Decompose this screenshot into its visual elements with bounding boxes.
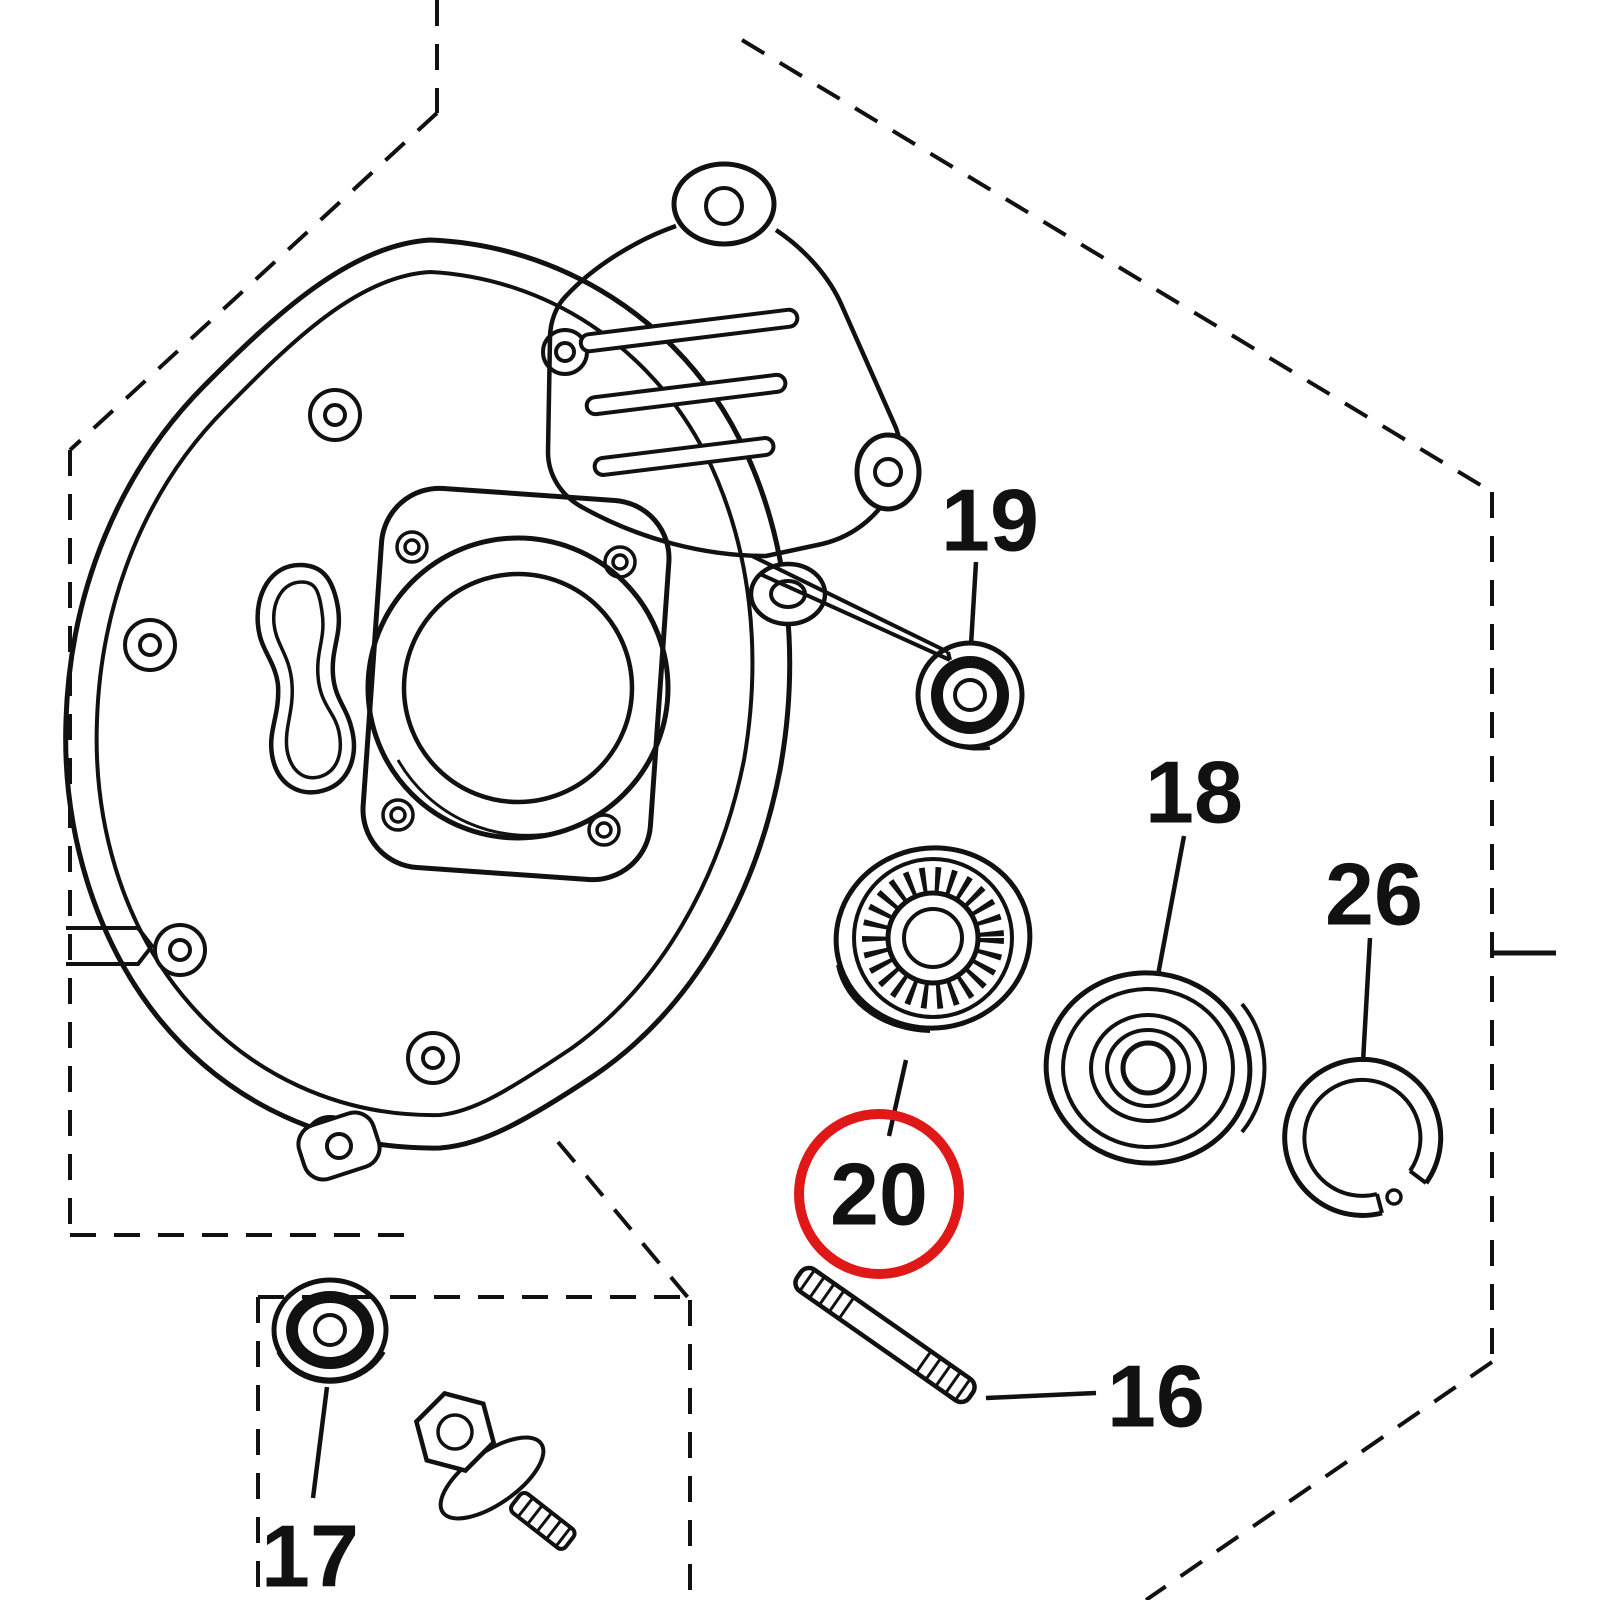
- label-20: 20: [830, 1145, 928, 1244]
- shaft-pointer: [751, 554, 952, 662]
- label-26: 26: [1325, 845, 1423, 944]
- cover-outer-outline: [63, 237, 793, 1151]
- leader-18: [1155, 835, 1187, 976]
- leader-17: [310, 1386, 330, 1499]
- cover-top-bracket: [545, 161, 952, 662]
- part-20-oil-seal: [833, 845, 1033, 1033]
- part-18-ball-bearing: [1043, 970, 1267, 1166]
- boundary-inner-diagonal: [556, 1140, 692, 1302]
- bracket-bushing: [671, 161, 777, 247]
- bracket-ribs: [578, 307, 800, 477]
- bracket-side-boss: [854, 432, 922, 512]
- cover-mount-tab: [296, 1110, 382, 1182]
- stud-threads: [798, 1269, 972, 1401]
- part-labels: 19 18 26 20 16 17: [261, 471, 1423, 1600]
- cover-housing: [63, 161, 952, 1182]
- part-17-flange-nut: [271, 1277, 389, 1384]
- bracket-outline: [545, 223, 903, 559]
- label-19: 19: [941, 471, 1039, 570]
- flange-opening-inner: [401, 571, 635, 805]
- label-16: 16: [1107, 1347, 1205, 1446]
- cover-kidney-slot: [255, 562, 357, 795]
- boundary-topleft-diagonal: [68, 111, 439, 452]
- part-16-stud-bolt: [793, 1265, 977, 1405]
- boundary-bottomright-diagonal: [1144, 1360, 1494, 1600]
- cover-flange-plate: [360, 485, 672, 883]
- cover-inner-outline: [94, 269, 755, 1118]
- boundary-topright-diagonal: [740, 38, 1494, 494]
- leader-19: [968, 561, 979, 646]
- leader-20: [886, 1059, 909, 1137]
- label-18: 18: [1145, 743, 1243, 842]
- flange-opening-outer: [365, 535, 671, 841]
- boundary-dashed: [68, 0, 1494, 1600]
- highlight-circle: [794, 1109, 964, 1279]
- leader-16: [985, 1390, 1097, 1401]
- part-flange-bolt: [413, 1390, 577, 1551]
- flange-corner-holes: [381, 530, 637, 847]
- bolt-hex-head: [413, 1390, 497, 1474]
- leader-26: [1360, 937, 1373, 1063]
- bracket-side-boss-hole: [873, 457, 903, 487]
- bracket-bushing-hole: [704, 186, 744, 226]
- leader-lines: [310, 561, 1373, 1499]
- flange-opening-depth-arc: [396, 759, 561, 837]
- part-26-snap-ring: [1282, 1056, 1444, 1218]
- oil-seal-hatch-ring: [862, 867, 1004, 1009]
- cover-left-lug: [66, 926, 155, 966]
- part-19-collar-seal: [915, 640, 1025, 751]
- label-17: 17: [261, 1507, 359, 1600]
